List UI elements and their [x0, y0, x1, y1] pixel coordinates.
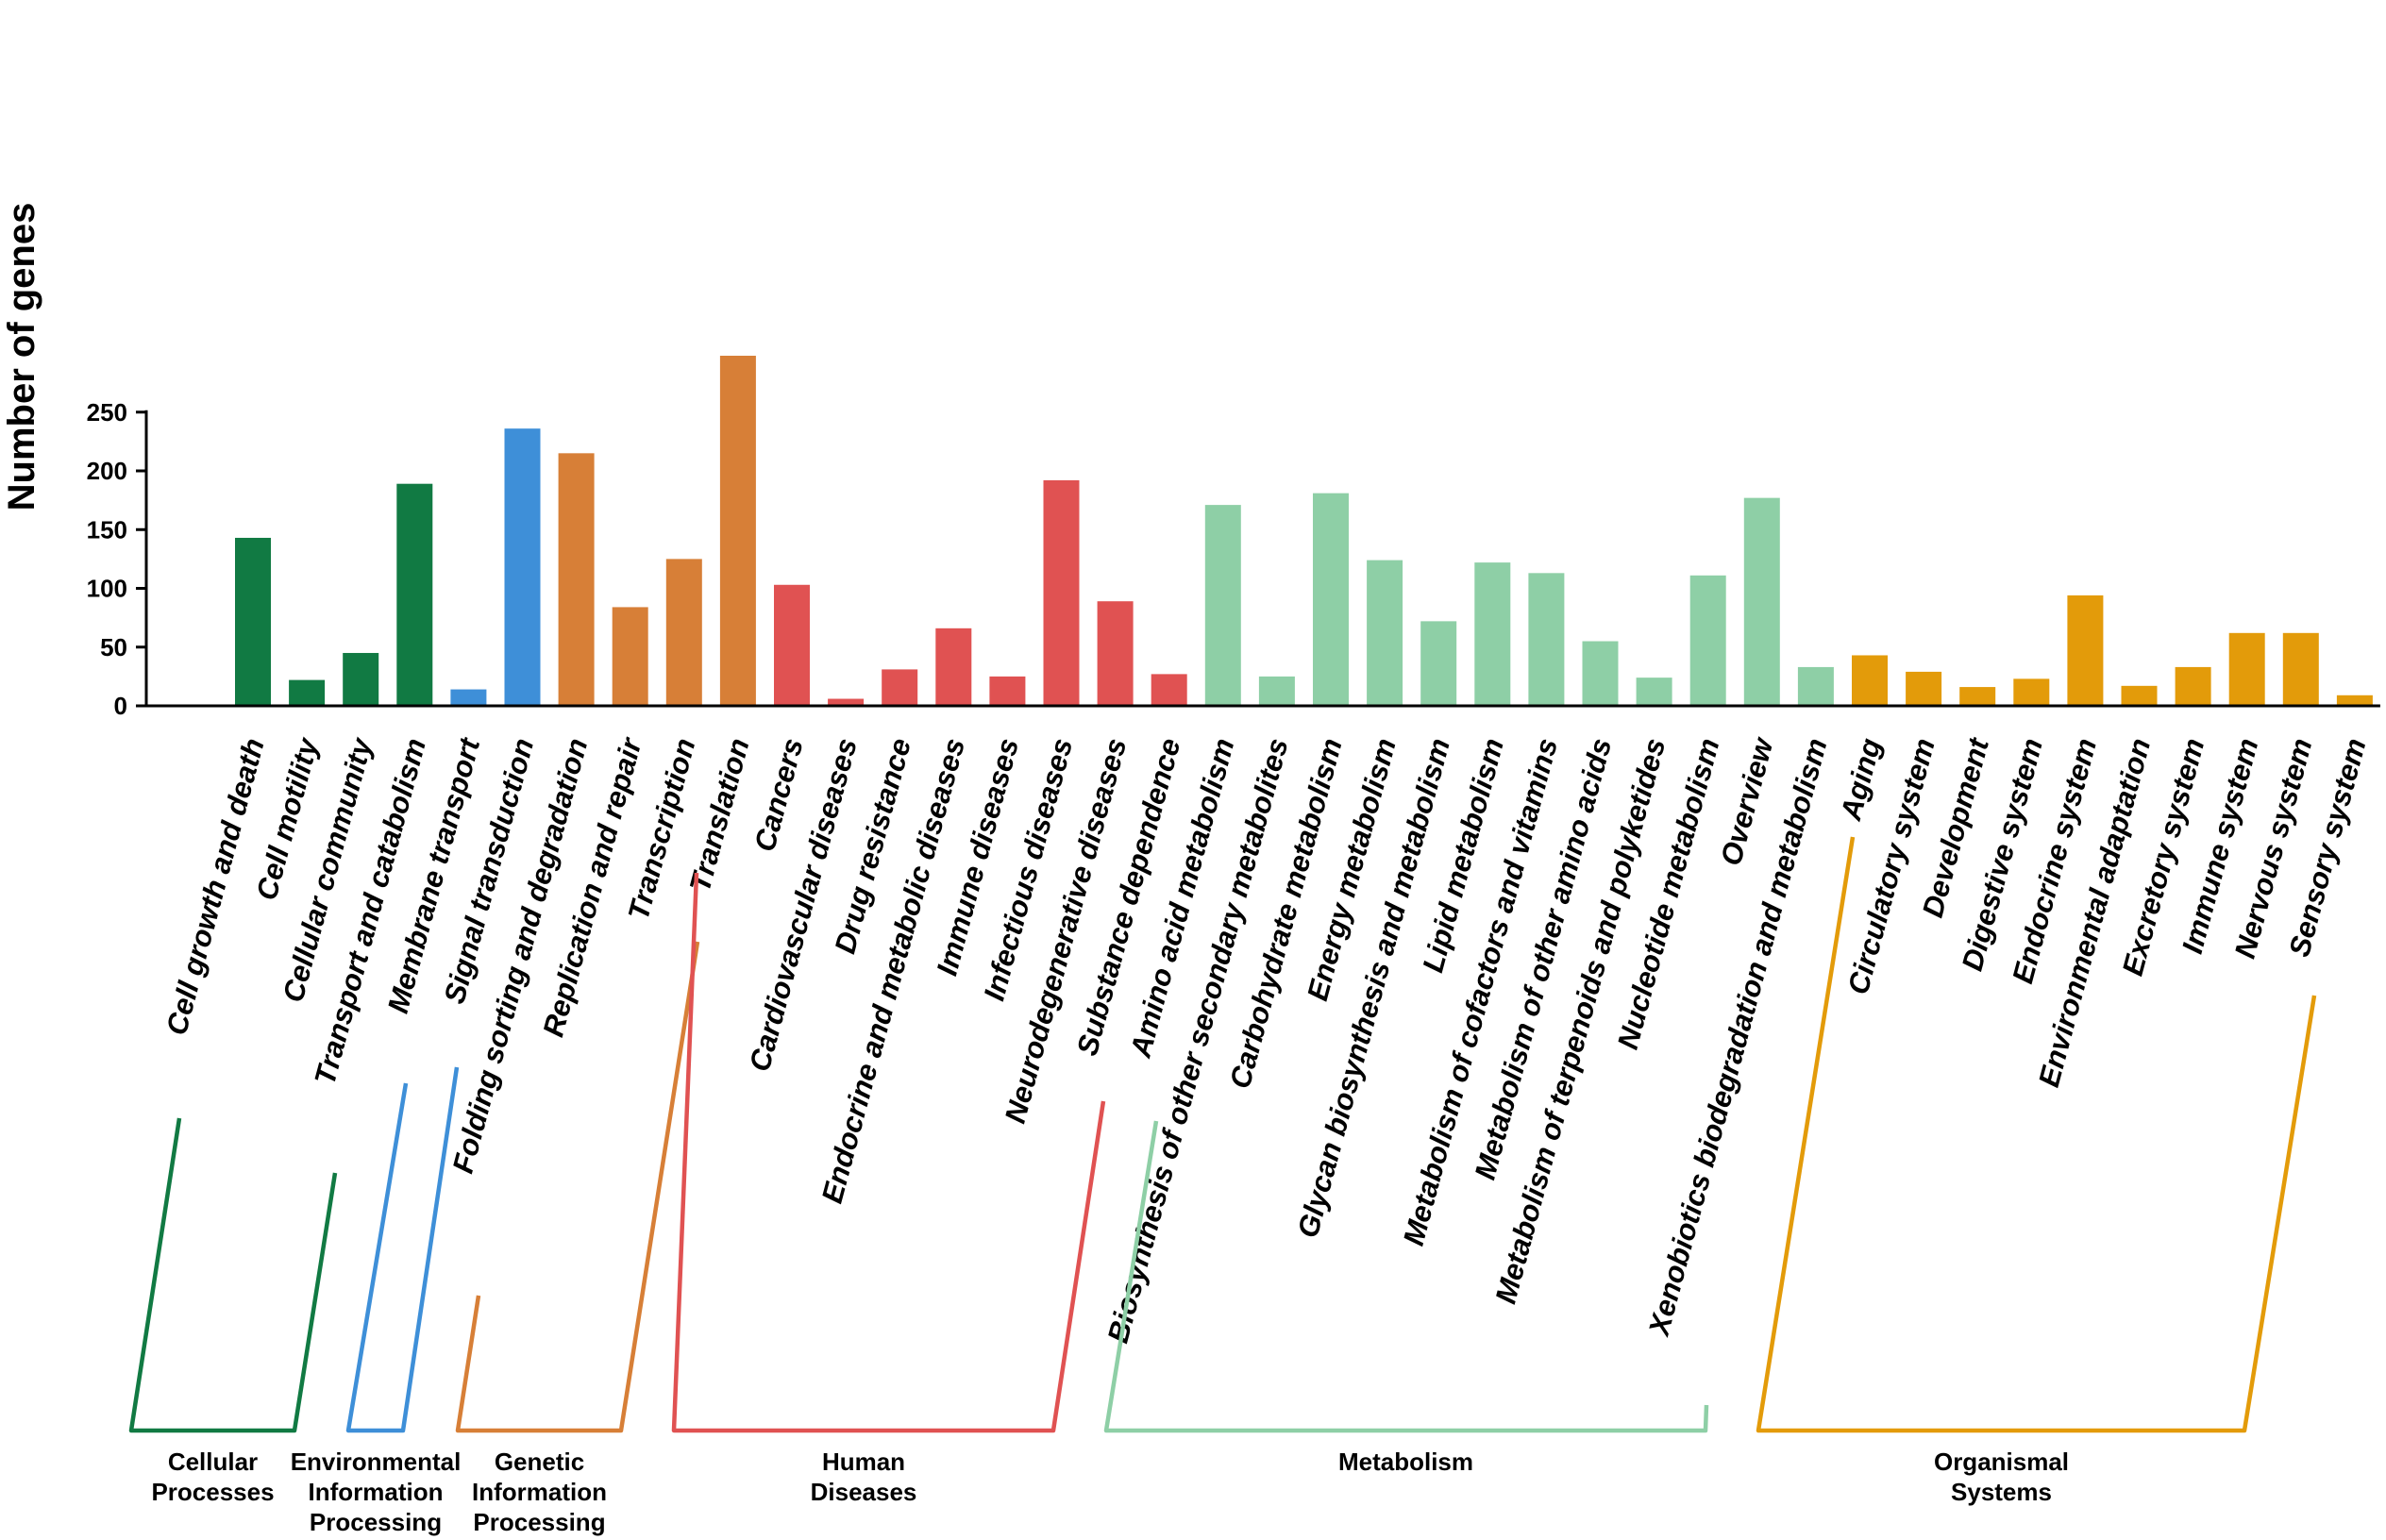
- bar-translation: [719, 355, 756, 706]
- bar-development: [1959, 687, 1996, 706]
- bar-nucleotide-metabolism: [1689, 575, 1726, 706]
- group-label-environmental-information-processing: Environmental: [291, 1448, 462, 1476]
- bar-immune-system: [2228, 632, 2265, 706]
- bar-xenobiotics-biodegradation-and-metabolism: [1797, 666, 1834, 706]
- y-tick-label: 0: [114, 692, 127, 720]
- bar-overview: [1743, 497, 1780, 706]
- bar-infectious-diseases: [1043, 479, 1080, 706]
- y-axis-label: Number of genes: [1, 203, 42, 511]
- bar-aging: [1852, 655, 1888, 706]
- y-tick-label: 100: [87, 575, 127, 603]
- bar-excretory-system: [2175, 666, 2211, 706]
- group-label-cellular-processes: Cellular: [168, 1448, 258, 1476]
- bar-lipid-metabolism: [1474, 562, 1511, 706]
- y-axis: 0 50 100 150 200 250: [87, 398, 148, 720]
- bar-sensory-system: [2336, 695, 2373, 706]
- bar-glycan-biosynthesis-and-metabolism: [1420, 621, 1457, 706]
- bar-replication-and-repair: [612, 607, 648, 706]
- bracket-genetic-information-processing: [455, 941, 700, 1433]
- x-tick-label: Aging: [1834, 735, 1888, 825]
- group-label-environmental-information-processing: Information: [309, 1478, 444, 1506]
- bar-digestive-system: [2013, 678, 2050, 706]
- bar-substance-dependence: [1151, 674, 1187, 706]
- group-label-organismal-systems: Organismal: [1934, 1448, 2069, 1476]
- bar-metabolism-of-other-amino-acids: [1582, 641, 1619, 706]
- bracket-human-diseases: [671, 872, 1106, 1433]
- bar-metabolism-of-terpenoids-and-polyketides: [1636, 678, 1672, 706]
- bar-endocrine-and-metabolic-diseases: [935, 628, 972, 706]
- x-tick-label: Cancers: [748, 735, 809, 855]
- group-label-human-diseases: Diseases: [811, 1478, 917, 1506]
- bar-metabolism-of-cofactors-and-vitamins: [1528, 573, 1565, 706]
- bar-drug-resistance: [882, 669, 918, 706]
- bar-signal-transduction: [504, 428, 541, 706]
- bar-amino-acid-metabolism: [1204, 505, 1241, 706]
- bar-transcription: [665, 559, 702, 706]
- bracket-environmental-information-processing: [345, 1066, 460, 1433]
- group-label-genetic-information-processing: Processing: [473, 1508, 605, 1536]
- group-label-environmental-information-processing: Processing: [310, 1508, 442, 1536]
- bar-endocrine-system: [2067, 594, 2104, 706]
- bar-nervous-system: [2282, 632, 2319, 706]
- bar-immune-diseases: [989, 676, 1026, 706]
- bracket-cellular-processes: [128, 1117, 338, 1433]
- bar-energy-metabolism: [1367, 560, 1403, 706]
- bar-cell-growth-and-death: [235, 537, 271, 706]
- bar-cardiovascular-diseases: [828, 698, 865, 706]
- group-label-genetic-information-processing: Genetic: [495, 1448, 584, 1476]
- bars: [235, 355, 2373, 706]
- bar-biosynthesis-of-other-secondary-metabolites: [1258, 676, 1295, 706]
- group-label-organismal-systems: Systems: [1951, 1478, 2052, 1506]
- group-label-genetic-information-processing: Information: [472, 1478, 607, 1506]
- group-label-human-diseases: Human: [822, 1448, 905, 1476]
- bar-neurodegenerative-diseases: [1097, 601, 1134, 706]
- bracket-organismal-systems: [1756, 836, 2317, 1433]
- y-tick-label: 200: [87, 457, 127, 485]
- group-label-cellular-processes: Processes: [151, 1478, 274, 1506]
- bracket-metabolism: [1103, 1120, 1709, 1433]
- bar-circulatory-system: [1906, 671, 1942, 706]
- y-tick-label: 50: [100, 633, 127, 661]
- bar-cancers: [774, 584, 810, 706]
- y-tick-label: 250: [87, 398, 127, 427]
- bar-environmental-adaptation: [2121, 685, 2158, 706]
- group-labels: CellularProcessesEnvironmentalInformatio…: [151, 1448, 2069, 1536]
- y-tick-label: 150: [87, 515, 127, 544]
- group-brackets: [128, 836, 2317, 1433]
- bar-membrane-transport: [450, 689, 487, 706]
- bar-carbohydrate-metabolism: [1313, 493, 1349, 706]
- group-label-metabolism: Metabolism: [1338, 1448, 1473, 1476]
- bar-transport-and-catabolism: [396, 483, 433, 706]
- bar-cellular-community: [343, 652, 379, 706]
- bar-folding-sorting-and-degradation: [558, 453, 595, 706]
- bar-cell-motility: [289, 679, 326, 706]
